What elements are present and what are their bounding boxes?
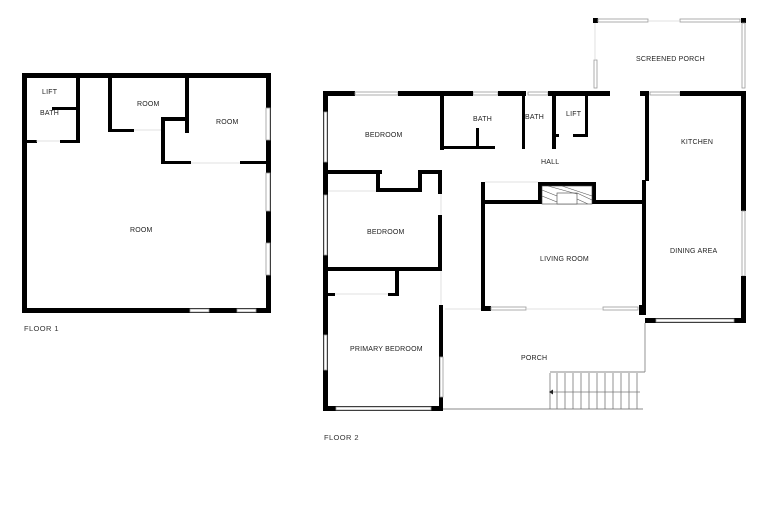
floor2-room-hall: HALL [541,159,559,166]
stairs [549,373,640,409]
floor2-room-porch: PORCH [521,355,547,362]
floor1-room-2: ROOM [137,101,160,108]
floor2-room-kitchen: KITCHEN [681,139,713,146]
floor2-plan [323,18,746,411]
floor1-wall-left [22,73,27,313]
floor1-room-bath: BATH [40,110,59,117]
floor1-room-lift: LIFT [42,89,58,96]
floor2-room-living-room: LIVING ROOM [540,256,589,263]
floor1-wall-top [22,73,270,78]
floor2-room-dining-area: DINING AREA [670,248,717,255]
floor2-label: FLOOR 2 [324,433,359,442]
floor2-room-bedroom-1: BEDROOM [365,132,403,139]
floor2-room-bedroom-2: BEDROOM [367,229,405,236]
floor1-room-main: ROOM [130,227,153,234]
floor2-room-bath-2: BATH [525,114,544,121]
floor1-plan [22,73,271,313]
floor2-room-bath-1: BATH [473,116,492,123]
floor1-label: FLOOR 1 [24,324,59,333]
floor2-room-lift: LIFT [566,111,582,118]
floor2-room-primary-bedroom: PRIMARY BEDROOM [350,346,423,353]
fireplace [541,185,593,205]
floor1-room-3: ROOM [216,119,239,126]
stair-direction-arrow-icon [549,389,553,395]
floor1-wall-bottom [22,308,270,313]
floor2-room-screened-porch: SCREENED PORCH [636,56,705,63]
